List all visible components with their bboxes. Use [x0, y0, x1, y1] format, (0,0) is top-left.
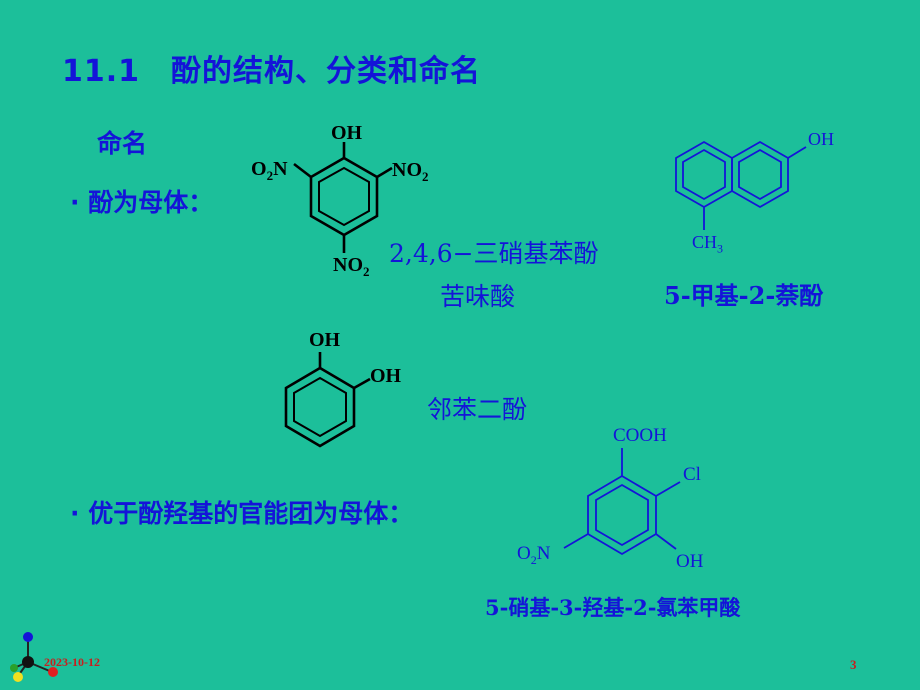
acid-name: 5-硝基-3-羟基-2-氯苯甲酸 [485, 595, 741, 620]
acid-cooh-label: COOH [613, 425, 667, 446]
footer-date: 2023-10-12 [44, 655, 100, 669]
naphthol-oh-label: OH [808, 129, 834, 149]
bullet-phenol-parent: · 酚为母体： [70, 188, 214, 217]
picric-systematic-name: 2,4,6−三硝基苯酚 [389, 239, 599, 268]
acid-cl-label: Cl [683, 464, 701, 485]
picric-common-name: 苦味酸 [440, 282, 516, 311]
catechol-oh1-label: OH [309, 329, 341, 351]
methylnaphthol-name: 5-甲基-2-萘酚 [664, 281, 824, 310]
page-number: 3 [850, 657, 857, 672]
acid-oh-label: OH [676, 551, 704, 572]
section-heading: 命名 [97, 129, 148, 158]
catechol-oh2-label: OH [370, 365, 402, 387]
picric-oh-label: OH [331, 122, 363, 144]
bullet-priority-group-parent: · 优于酚羟基的官能团为母体： [70, 499, 414, 528]
acid-o2n-label: O2N [517, 543, 551, 567]
picric-bottom-no2-label: NO2 [333, 254, 370, 279]
slide-title: 11.1 酚的结构、分类和命名 [62, 54, 482, 89]
catechol-name: 邻苯二酚 [427, 395, 528, 424]
picric-o2n-label: O2N [251, 158, 288, 183]
picric-no2-label: NO2 [392, 159, 429, 184]
naphthol-ch3-label: CH3 [692, 232, 724, 256]
